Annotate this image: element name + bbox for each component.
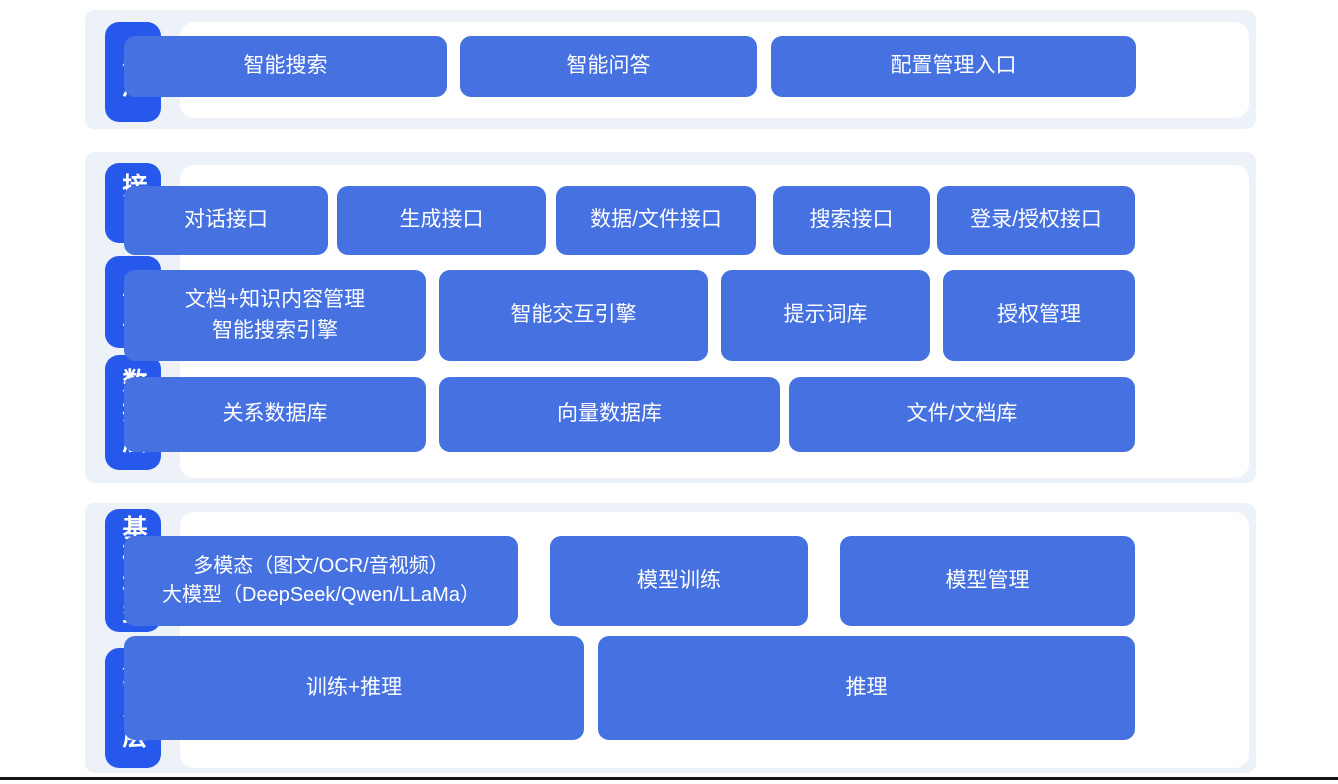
row-applications: 文档+知识内容管理 智能搜索引擎 智能交互引擎 提示词库 授权管理: [124, 270, 1237, 361]
box-data-file-api: 数据/文件接口: [556, 186, 756, 255]
box-vector-db: 向量数据库: [439, 377, 780, 452]
row-user-entries: 智能搜索 智能问答 配置管理入口: [124, 36, 1237, 97]
box-line: 大模型（DeepSeek/Qwen/LLaMa）: [162, 584, 480, 606]
row-models: 多模态（图文/OCR/音视频） 大模型（DeepSeek/Qwen/LLaMa）…: [124, 536, 1237, 626]
layer-section-middle: 接口 应用 数据层 对话接口 生成接口 数据/文件接口 搜索接口 登录/授权接口…: [85, 152, 1256, 483]
box-doc-knowledge-search-engine: 文档+知识内容管理 智能搜索引擎: [124, 270, 426, 361]
box-config-entry: 配置管理入口: [771, 36, 1136, 97]
bottom-border: [0, 777, 1338, 780]
box-inference: 推理: [598, 636, 1135, 740]
box-line: 多模态（图文/OCR/音视频）: [193, 555, 449, 577]
box-login-auth-api: 登录/授权接口: [937, 186, 1135, 255]
box-file-doc-store: 文件/文档库: [789, 377, 1135, 452]
box-relational-db: 关系数据库: [124, 377, 426, 452]
row-interfaces: 对话接口 生成接口 数据/文件接口 搜索接口 登录/授权接口: [124, 186, 1237, 255]
box-prompt-library: 提示词库: [721, 270, 930, 361]
box-line: 文档+知识内容管理: [184, 288, 366, 312]
box-line: 智能搜索引擎: [212, 318, 338, 342]
box-smart-search: 智能搜索: [124, 36, 447, 97]
layer-section-bottom: 基础模型 算力层 多模态（图文/OCR/音视频） 大模型（DeepSeek/Qw…: [85, 503, 1256, 773]
box-training-inference: 训练+推理: [124, 636, 584, 740]
box-interaction-engine: 智能交互引擎: [439, 270, 708, 361]
layer-section-user: 用户 智能搜索 智能问答 配置管理入口: [85, 10, 1256, 129]
row-data-stores: 关系数据库 向量数据库 文件/文档库: [124, 377, 1237, 452]
box-generation-api: 生成接口: [337, 186, 546, 255]
box-auth-management: 授权管理: [943, 270, 1135, 361]
box-multimodal-llm: 多模态（图文/OCR/音视频） 大模型（DeepSeek/Qwen/LLaMa）: [124, 536, 518, 626]
box-dialog-api: 对话接口: [124, 186, 328, 255]
box-model-management: 模型管理: [840, 536, 1135, 626]
row-compute: 训练+推理 推理: [124, 636, 1237, 740]
box-search-api: 搜索接口: [773, 186, 930, 255]
box-smart-qa: 智能问答: [460, 36, 757, 97]
box-model-training: 模型训练: [550, 536, 808, 626]
